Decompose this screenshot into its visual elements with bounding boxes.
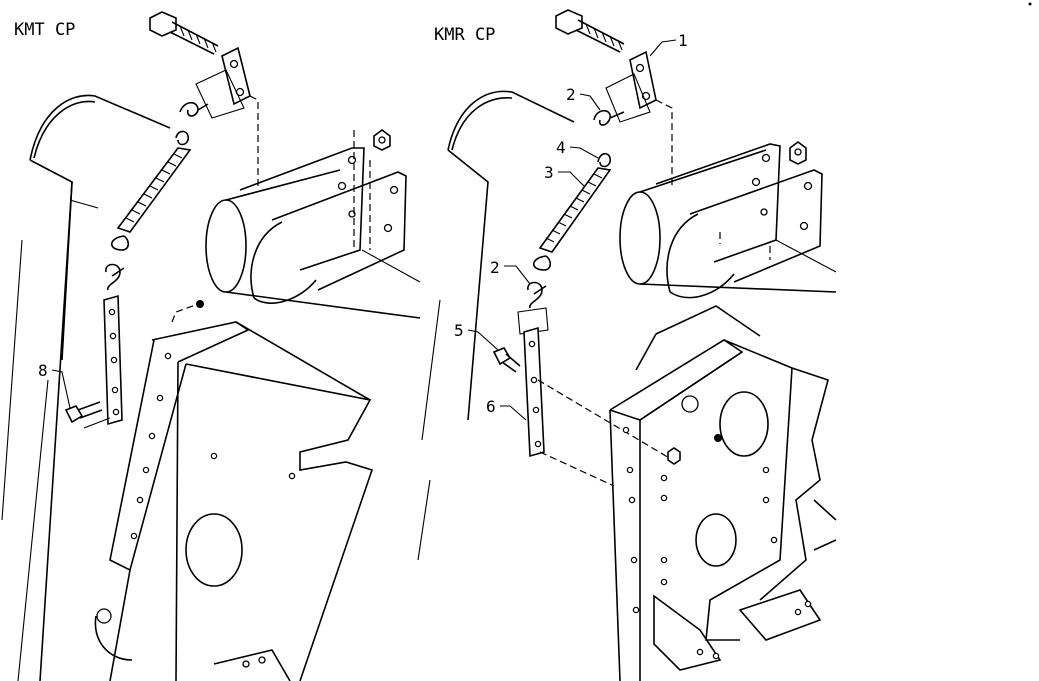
corner-dot: [1028, 2, 1032, 6]
callout-1-label: 1: [678, 31, 688, 50]
left-bracket-plate: [195, 46, 259, 190]
callout-2-upper-label: 2: [566, 85, 576, 104]
callout-5: 5: [454, 321, 499, 351]
callout-3: 3: [544, 163, 585, 187]
left-frame-plate: [94, 300, 374, 681]
left-panel-title: KMT CP: [14, 20, 75, 40]
callout-1: 1: [649, 31, 688, 57]
callout-2-lower-label: 2: [490, 258, 500, 277]
callout-2-lower: 2: [490, 258, 531, 285]
left-tube-bracket: [205, 129, 421, 319]
callout-2-upper: 2: [566, 85, 601, 111]
left-panel: KMT CP: [1, 11, 421, 681]
left-strap: [83, 294, 123, 429]
right-chassis: [609, 305, 837, 681]
callout-8-label: 8: [38, 361, 48, 380]
right-guard-shield: [417, 90, 575, 561]
right-bolt-item5: [492, 347, 521, 373]
right-panel-title: KMR CP: [434, 25, 495, 45]
right-panel: KMR CP: [417, 9, 837, 681]
callout-4-label: 4: [556, 138, 566, 157]
callout-3-label: 3: [544, 163, 554, 182]
callout-6-label: 6: [486, 397, 496, 416]
left-guard-shield: [1, 94, 171, 681]
callout-6: 6: [486, 397, 527, 421]
callout-8: 8: [38, 361, 71, 409]
left-spring-assembly: [105, 101, 209, 291]
right-spring-assembly: [517, 109, 625, 335]
right-bolt: [555, 9, 625, 53]
callout-4: 4: [556, 138, 599, 159]
callout-5-label: 5: [454, 321, 464, 340]
left-bolt: [149, 11, 219, 55]
right-bracket-plate: [605, 50, 673, 186]
left-bolt-item8: [64, 401, 103, 424]
right-strap: [523, 326, 677, 487]
right-tube-bracket: [619, 141, 837, 299]
